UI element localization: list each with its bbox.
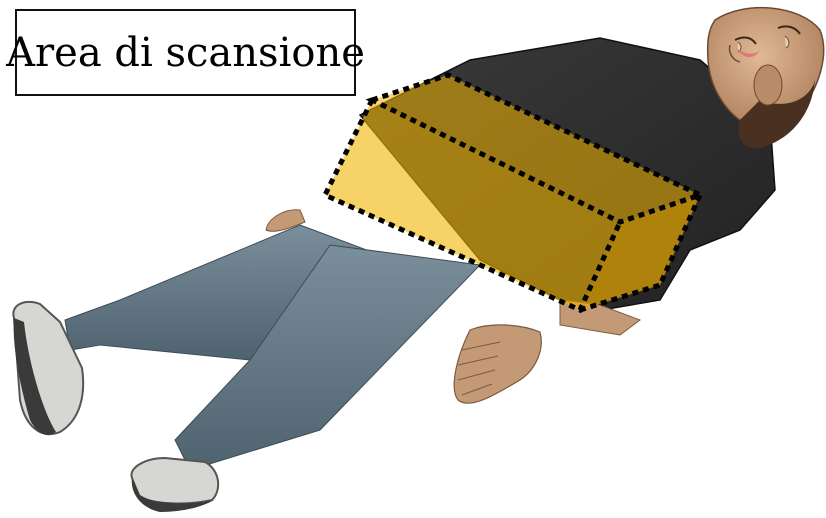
right-hand <box>454 325 541 403</box>
scan-area-label: Area di scansione <box>15 9 356 96</box>
right-shoe <box>131 458 218 512</box>
scan-area-label-text: Area di scansione <box>6 30 365 76</box>
